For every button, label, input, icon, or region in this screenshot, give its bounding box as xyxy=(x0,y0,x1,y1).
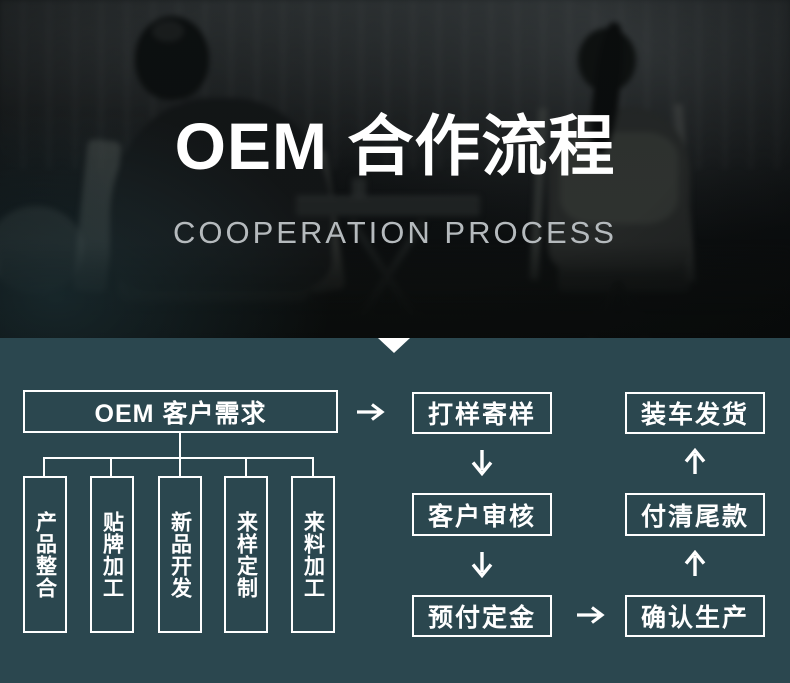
left-person-hair-bun xyxy=(152,20,184,42)
connector-line xyxy=(43,457,45,477)
flow-box-branch: 贴牌加工 xyxy=(90,476,134,633)
flow-box-label: OEM 客户需求 xyxy=(94,399,267,428)
grass-ground xyxy=(0,243,790,338)
camp-table xyxy=(296,196,480,216)
connector-line xyxy=(179,457,181,477)
connector-line xyxy=(110,457,112,477)
flow-box-branch: 来样定制 xyxy=(224,476,268,633)
flow-box-label: 打样寄样 xyxy=(427,401,536,429)
process-flowchart: OEM 客户需求 产品整合 贴牌加工 新品开发 来样定制 来料加工 xyxy=(0,338,790,683)
flow-box-label: 来料加工 xyxy=(301,510,325,599)
hero-banner: OEM 合作流程 COOPERATION PROCESS xyxy=(0,0,790,338)
arrow-right-icon xyxy=(355,401,389,423)
arrow-down-icon xyxy=(469,550,495,578)
connector-line xyxy=(312,457,314,477)
flow-box-step: 预付定金 xyxy=(412,595,552,637)
flow-box-branch: 产品整合 xyxy=(23,476,67,633)
connector-line xyxy=(179,433,181,458)
flow-box-step: 客户审核 xyxy=(412,493,552,536)
triangle-down-icon xyxy=(378,338,410,353)
arrow-up-icon xyxy=(682,448,708,476)
hero-title: OEM 合作流程 xyxy=(174,109,616,183)
flow-box-step: 确认生产 xyxy=(625,595,765,637)
flow-box-label: 产品整合 xyxy=(33,510,57,599)
flow-box-label: 客户审核 xyxy=(427,502,536,531)
flow-box-branch: 来料加工 xyxy=(291,476,335,633)
flow-box-label: 预付定金 xyxy=(427,604,536,632)
flow-box-label: 新品开发 xyxy=(168,510,192,599)
flow-box-label: 确认生产 xyxy=(640,604,749,632)
connector-line xyxy=(43,457,314,459)
flow-box-label: 付清尾款 xyxy=(640,502,749,531)
camp-table-cup xyxy=(352,178,366,198)
hero-subtitle: COOPERATION PROCESS xyxy=(173,215,617,250)
flow-box-step: 付清尾款 xyxy=(625,493,765,536)
flow-box-step: 装车发货 xyxy=(625,392,765,434)
connector-line xyxy=(245,457,247,477)
arrow-down-icon xyxy=(469,448,495,476)
arrow-right-icon xyxy=(575,604,609,626)
right-person-shirt xyxy=(560,132,678,224)
flow-box-label: 来样定制 xyxy=(234,510,258,599)
photo-overlay xyxy=(0,0,790,338)
flow-box-label: 贴牌加工 xyxy=(100,510,124,599)
flow-box-step: 打样寄样 xyxy=(412,392,552,434)
arrow-up-icon xyxy=(682,550,708,578)
flow-box-root: OEM 客户需求 xyxy=(23,390,338,433)
hero-photo xyxy=(0,0,790,338)
flow-box-label: 装车发货 xyxy=(640,401,749,429)
flow-box-branch: 新品开发 xyxy=(158,476,202,633)
